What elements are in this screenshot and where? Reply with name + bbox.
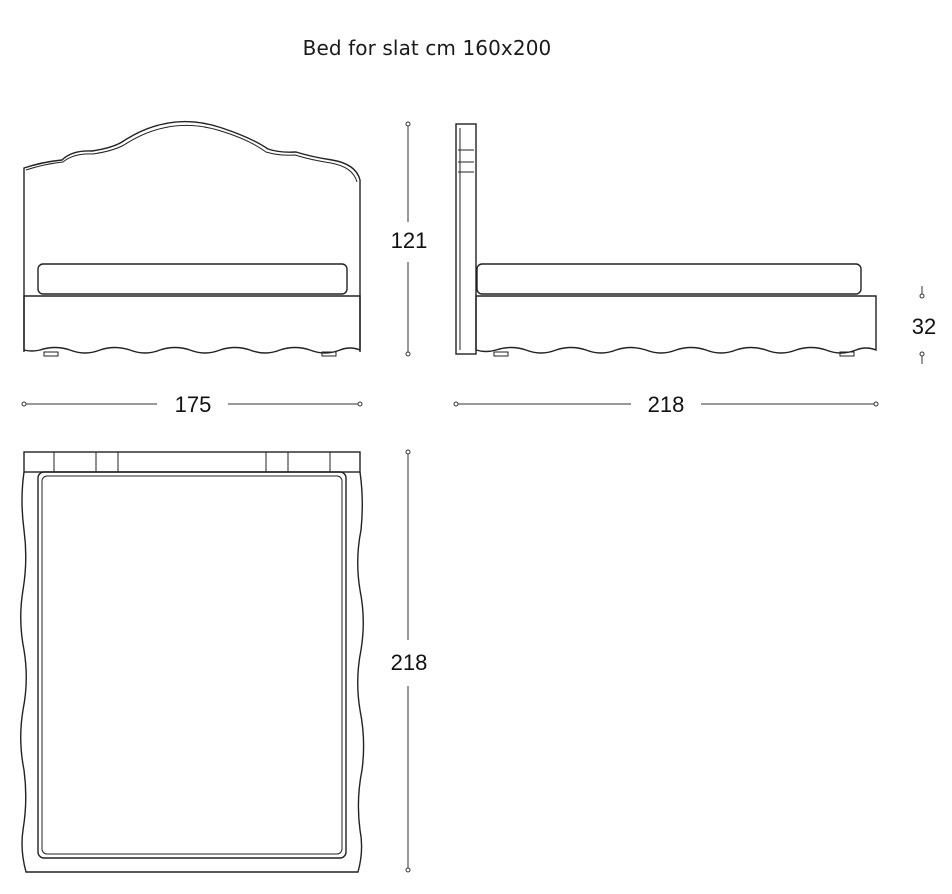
side-base-height-label: 32 — [912, 314, 936, 339]
side-base-height-dim-end-top — [919, 293, 925, 299]
front-height-label: 121 — [391, 228, 428, 253]
front-view: 121 175 — [21, 120, 428, 417]
front-width-dim-end-right — [357, 401, 363, 407]
top-length-dim-end-top — [405, 449, 411, 455]
side-length-label: 218 — [648, 392, 685, 417]
side-foot-back — [839, 351, 855, 357]
top-mattress — [37, 471, 347, 859]
front-headboard-outline — [23, 120, 361, 352]
side-length-dim-end-right — [873, 401, 879, 407]
front-mattress — [37, 263, 348, 295]
front-foot-right — [321, 351, 337, 357]
top-length-dim-end-bottom — [405, 867, 411, 873]
side-mattress — [476, 263, 862, 295]
side-view: 32 218 — [453, 123, 936, 417]
top-view: 218 — [20, 449, 428, 873]
front-width-label: 175 — [175, 392, 212, 417]
top-length-label: 218 — [391, 650, 428, 675]
top-mattress-inner — [41, 475, 343, 855]
front-width-dim-end-left — [21, 401, 27, 407]
drawing-title: Bed for slat cm 160x200 — [302, 36, 552, 60]
side-base-skirt — [475, 295, 877, 354]
front-height-dim-end-bottom — [405, 351, 411, 357]
top-base-outline — [20, 471, 365, 873]
side-length-dim-end-left — [453, 401, 459, 407]
side-headboard — [455, 123, 477, 355]
front-headboard-inner-line — [25, 124, 358, 183]
front-foot-left — [43, 351, 59, 357]
side-base-height-dim-end-bottom — [919, 351, 925, 357]
side-foot-front — [493, 351, 509, 357]
front-height-dim-end-top — [405, 121, 411, 127]
front-base-skirt — [23, 295, 361, 354]
top-headboard — [23, 451, 361, 473]
